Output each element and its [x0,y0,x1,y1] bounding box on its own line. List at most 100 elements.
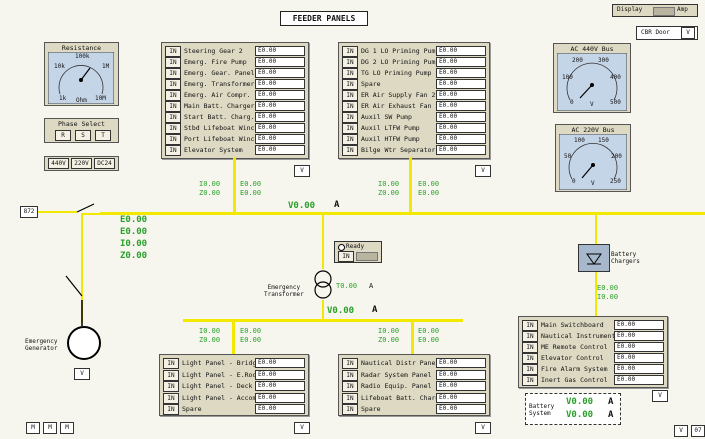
phase-t-button[interactable]: T [95,130,111,141]
in-button[interactable]: IN [342,134,358,145]
feeder-label: Port Lifeboat Winch [184,135,259,143]
ready-in-button[interactable]: IN [338,251,354,262]
in-button[interactable]: IN [163,404,179,415]
bottom-right-page[interactable]: 07 [691,425,705,437]
in-button[interactable]: IN [165,134,181,145]
feeder-value: E0.00 [436,358,486,368]
transformer-amp: A [369,282,374,290]
in-button[interactable]: IN [165,68,181,79]
in-button[interactable]: IN [163,358,179,369]
v440-button[interactable]: 440V [48,158,69,169]
in-button[interactable]: IN [522,375,538,386]
ac220-scale-100: 100 [574,137,585,144]
battery-chargers-label: Battery Chargers [611,251,640,265]
in-button[interactable]: IN [522,342,538,353]
feeder-label: Main Switchboard [541,321,604,329]
in-button[interactable]: IN [342,392,358,404]
in-button[interactable]: IN [163,369,179,381]
in-button[interactable]: IN [165,112,181,123]
panel-e-v-button[interactable]: V [475,422,491,434]
dc24-button[interactable]: DC24 [94,158,115,169]
in-button[interactable]: IN [342,112,358,123]
display-toggle[interactable]: Display Amp [612,4,698,17]
feeder-label: Light Panel - Bridge [182,359,261,367]
in-button[interactable]: IN [165,145,181,156]
feeder-label: Elevator Control [541,354,604,362]
cbr-door-v-button[interactable]: V [681,27,695,39]
panel-a-v-button[interactable]: V [294,165,310,177]
in-button[interactable]: IN [342,358,358,369]
phase-select-title: Phase Select [58,120,105,128]
feeder-value: E0.00 [255,101,305,111]
feeder-value: E0.00 [255,381,305,391]
in-button[interactable]: IN [342,404,358,415]
feeder-label: DG 2 LO Priming Pump [361,58,440,66]
bottom-m-button-2[interactable]: M [43,422,57,434]
in-button[interactable]: IN [165,79,181,90]
in-button[interactable]: IN [165,90,181,101]
feeder-label: Nautical Instruments [541,332,620,340]
in-button[interactable]: IN [342,46,358,57]
in-button[interactable]: IN [342,90,358,101]
phase-s-button[interactable]: S [75,130,91,141]
in-button[interactable]: IN [522,353,538,364]
bottom-m-button-3[interactable]: M [60,422,74,434]
bottom-right-v-button[interactable]: V [674,425,688,437]
voltage-select: 440V 220V DC24 [44,156,119,171]
generator-v-button[interactable]: V [74,368,90,380]
ac220-scale-0: 0 [572,178,576,185]
in-button[interactable]: IN [342,145,358,156]
in-button[interactable]: IN [342,68,358,79]
in-button[interactable]: IN [342,79,358,90]
v220-button[interactable]: 220V [71,158,92,169]
feeder-value: E0.00 [436,134,486,144]
in-button[interactable]: IN [522,364,538,375]
feeder-value: E0.00 [614,375,664,385]
in-button[interactable]: IN [163,381,179,392]
in-button[interactable]: IN [342,57,358,68]
feeder-label: Elevator System [184,146,243,154]
toggle-switch[interactable] [653,7,675,16]
feeder-value: E0.00 [614,342,664,352]
feeder-label: Radio Equip. Panel [361,382,432,390]
feeder-value: E0.00 [436,392,486,403]
ac440-scale-300: 300 [598,57,609,64]
cbr-door-label: CBR Door [641,29,670,36]
in-button[interactable]: IN [165,101,181,112]
in-button[interactable]: IN [165,123,181,134]
feeder-value: E0.00 [436,57,486,67]
in-button[interactable]: IN [163,392,179,404]
phase-r-button[interactable]: R [55,130,71,141]
in-button[interactable]: IN [342,101,358,112]
in-button[interactable]: IN [165,46,181,57]
ready-box: Ready IN [334,241,382,263]
feeder-value: E0.00 [436,381,486,391]
in-button[interactable]: IN [342,123,358,134]
panel-b-v-button[interactable]: V [475,165,491,177]
emergency-generator-label: Emergency Generator [25,338,58,352]
ready-label: Ready [346,243,365,250]
feeder-label: DG 1 LO Priming Pump [361,47,440,55]
bottom-m-button-1[interactable]: M [26,422,40,434]
in-button[interactable]: IN [342,381,358,392]
in-button[interactable]: IN [522,320,538,331]
in-button[interactable]: IN [522,331,538,342]
panel-d-v-button[interactable]: V [294,422,310,434]
feeder-label: Nautical Distr Panel [361,359,440,367]
feeder-label: Stbd Lifeboat Winch [184,124,259,132]
main-bus-amp: A [334,200,340,210]
feeder-label: Auxil LTFW Pump [361,124,420,132]
feeder-label: Spare [182,405,202,413]
battery-system-a2: A [608,410,614,420]
in-button[interactable]: IN [165,57,181,68]
in-button[interactable]: IN [342,369,358,381]
panel-c-v-button[interactable]: V [652,390,668,402]
feeder-label: ER Air Supply Fan 2 [361,91,436,99]
